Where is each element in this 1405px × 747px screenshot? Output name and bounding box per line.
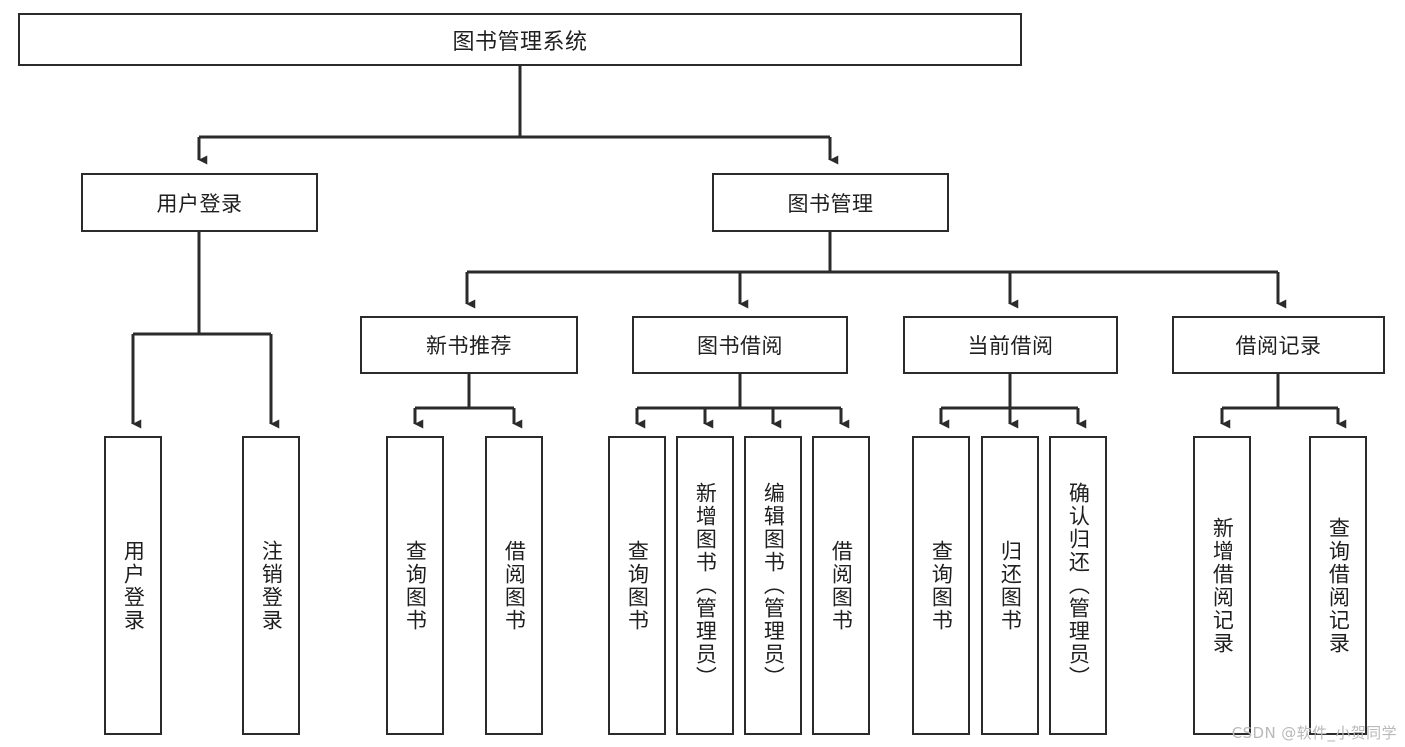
node-leaf-query-record[interactable]: 查询借阅记录 xyxy=(1309,436,1367,735)
node-label: 图书借阅 xyxy=(697,334,783,358)
node-label: 查询图书 xyxy=(403,539,428,632)
node-label: 查询图书 xyxy=(929,539,954,632)
node-label: 编辑图书（管理员） xyxy=(761,482,786,689)
node-label: 图书管理 xyxy=(787,191,874,216)
node-borrow-record[interactable]: 借阅记录 xyxy=(1172,316,1385,374)
node-label: 新书推荐 xyxy=(426,334,512,358)
node-label: 查询图书 xyxy=(625,539,650,632)
node-label: 注销登录 xyxy=(259,539,284,632)
node-current-borrow[interactable]: 当前借阅 xyxy=(903,316,1118,374)
node-label: 新增图书（管理员） xyxy=(693,482,718,689)
node-new-book-recommend[interactable]: 新书推荐 xyxy=(360,316,578,374)
node-leaf-user-login[interactable]: 用户登录 xyxy=(104,436,162,735)
node-leaf-add-record[interactable]: 新增借阅记录 xyxy=(1193,436,1251,735)
node-label: 图书管理系统 xyxy=(452,29,588,55)
node-label: 新增借阅记录 xyxy=(1210,516,1235,655)
node-label: 借阅记录 xyxy=(1235,334,1322,358)
node-leaf-borrow-book-1[interactable]: 借阅图书 xyxy=(485,436,543,735)
node-leaf-user-logout[interactable]: 注销登录 xyxy=(242,436,300,735)
node-label: 归还图书 xyxy=(998,539,1023,632)
node-label: 借阅图书 xyxy=(502,539,527,632)
node-label: 查询借阅记录 xyxy=(1326,516,1351,655)
node-leaf-edit-book[interactable]: 编辑图书（管理员） xyxy=(744,436,802,735)
node-label: 用户登录 xyxy=(156,191,243,216)
node-leaf-add-book[interactable]: 新增图书（管理员） xyxy=(676,436,734,735)
node-label: 借阅图书 xyxy=(829,539,854,632)
node-leaf-query-book-2[interactable]: 查询图书 xyxy=(608,436,666,735)
node-user-login[interactable]: 用户登录 xyxy=(81,173,318,232)
node-leaf-query-book-3[interactable]: 查询图书 xyxy=(912,436,970,735)
node-leaf-query-book-1[interactable]: 查询图书 xyxy=(386,436,444,735)
node-leaf-borrow-book-2[interactable]: 借阅图书 xyxy=(812,436,870,735)
node-leaf-return-book[interactable]: 归还图书 xyxy=(981,436,1039,735)
node-label: 当前借阅 xyxy=(967,334,1054,358)
node-root-system[interactable]: 图书管理系统 xyxy=(18,13,1022,66)
node-label: 确认归还（管理员） xyxy=(1066,482,1091,689)
node-book-borrow[interactable]: 图书借阅 xyxy=(632,316,848,374)
node-label: 用户登录 xyxy=(121,539,146,632)
node-leaf-confirm-return[interactable]: 确认归还（管理员） xyxy=(1049,436,1107,735)
node-book-management[interactable]: 图书管理 xyxy=(712,173,949,232)
